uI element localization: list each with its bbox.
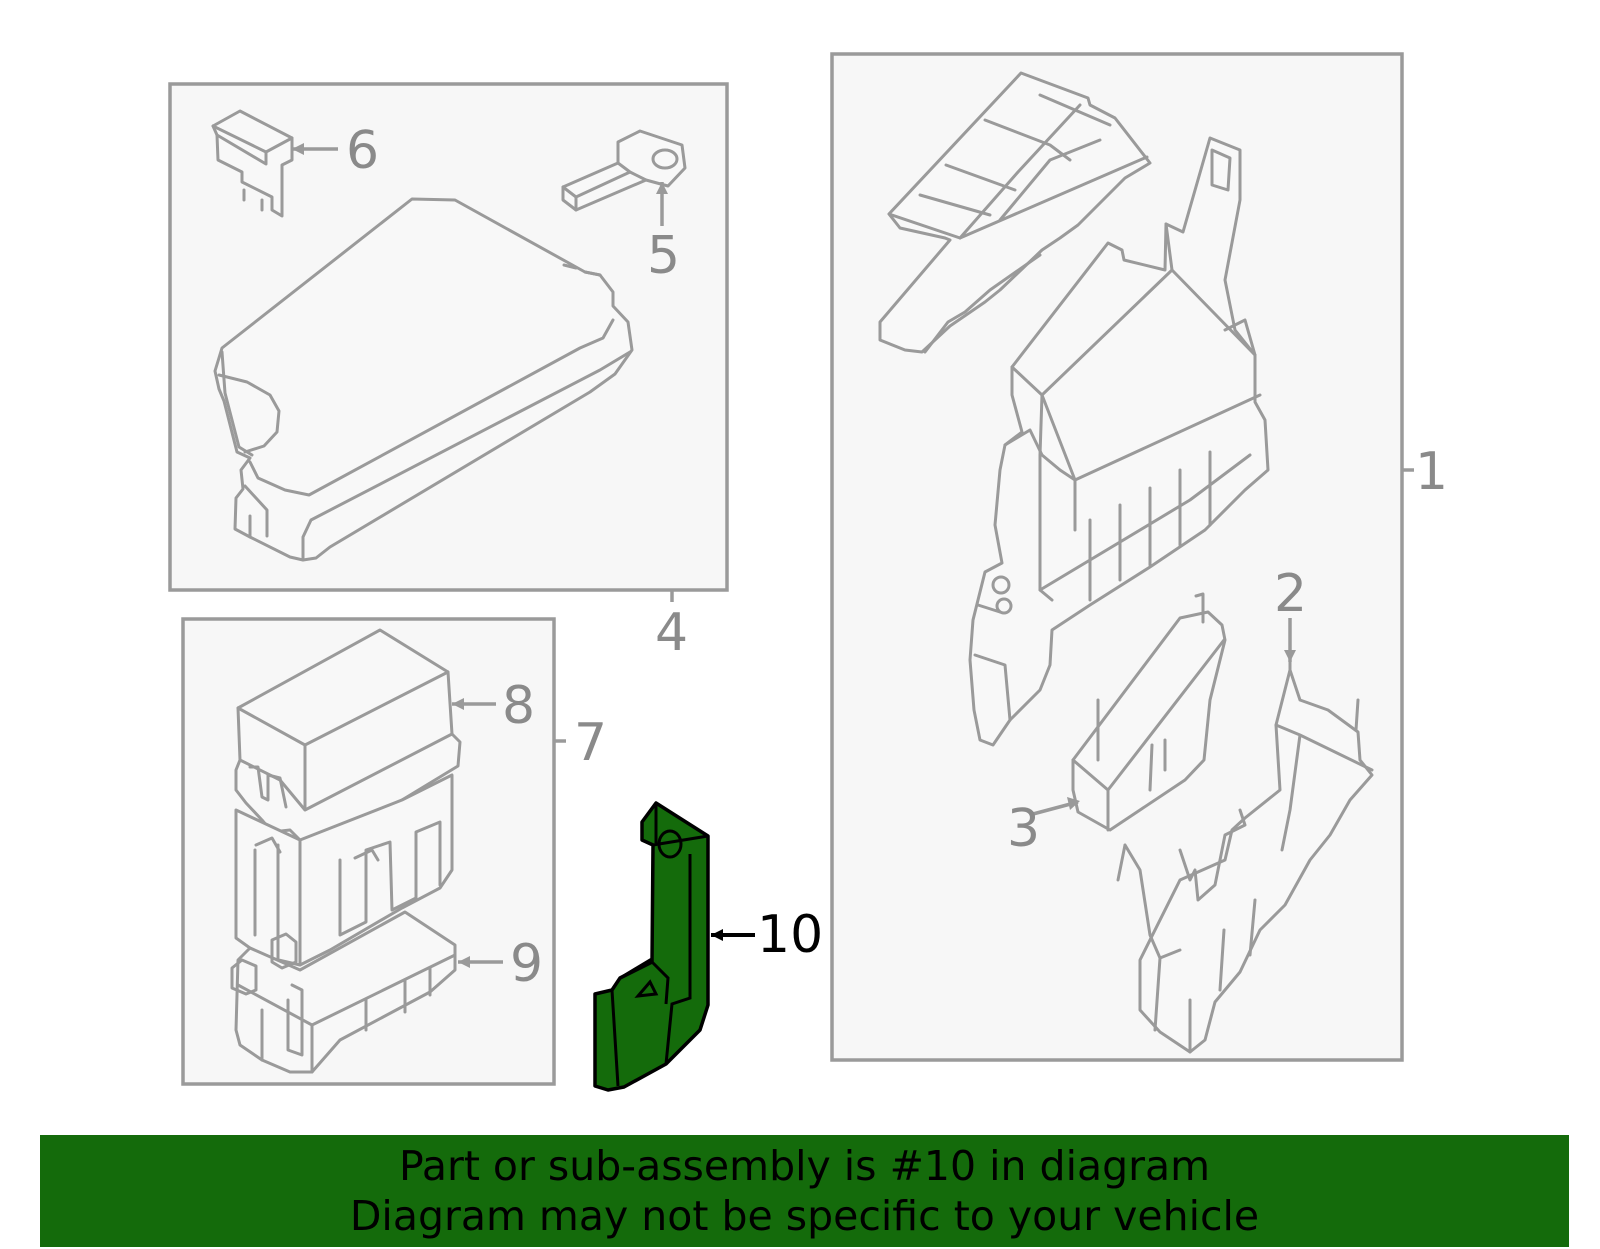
callout-1: 1 (1415, 442, 1448, 502)
callout-4: 4 (655, 603, 688, 663)
callout-3: 3 (1007, 799, 1040, 859)
part-6-fuse (211, 109, 294, 218)
part-1-main-body (968, 136, 1270, 747)
part-3-small-cover (1071, 592, 1227, 832)
part-5-lever (561, 129, 687, 212)
group-box-4: 6 5 4 (168, 82, 729, 663)
callout-5: 5 (647, 226, 680, 286)
part-1-upper-lid (878, 71, 1152, 354)
part-9-lower-tray (230, 910, 457, 1074)
part-10-bracket (593, 801, 710, 1092)
part-2-bottom-tray (1116, 653, 1374, 1054)
callout-6: 6 (346, 121, 379, 181)
callout-8: 8 (502, 676, 535, 736)
part-4-cover (213, 197, 634, 562)
info-banner: Part or sub-assembly is #10 in diagram D… (40, 1135, 1569, 1247)
banner-line-1: Part or sub-assembly is #10 in diagram (398, 1142, 1211, 1190)
callout-7: 7 (574, 713, 607, 773)
callout-2: 2 (1274, 564, 1307, 624)
callout-10: 10 (757, 905, 823, 965)
banner-line-2: Diagram may not be specific to your vehi… (349, 1192, 1260, 1240)
group-box-1: 1 2 3 (830, 52, 1448, 1062)
group-box-7: 8 7 9 (181, 617, 607, 1086)
callout-9: 9 (510, 934, 543, 994)
